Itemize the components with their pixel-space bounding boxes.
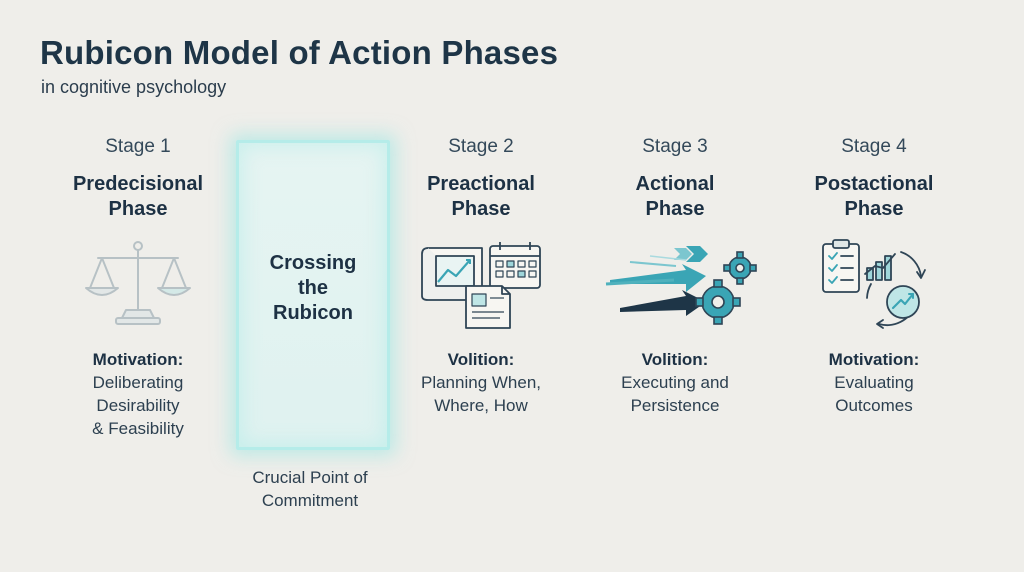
rubicon-highlight-box: Crossing the Rubicon xyxy=(236,140,390,450)
stage-4-column: Stage 4 Postactional Phase xyxy=(779,136,969,415)
phase-name-line: Postactional xyxy=(814,173,934,195)
rubicon-label-line: Crossing xyxy=(269,252,357,274)
caption-heading: Volition: xyxy=(641,350,709,369)
commitment-line: Commitment xyxy=(261,491,359,510)
caption-heading: Volition: xyxy=(447,350,515,369)
arrows-gears-icon xyxy=(580,236,770,336)
stage-caption: Volition: Planning When, Where, How xyxy=(386,348,576,417)
phase-name-line: Phase xyxy=(645,198,705,220)
phase-name: Preactional Phase xyxy=(386,172,576,222)
phase-name-line: Phase xyxy=(844,198,904,220)
page-title: Rubicon Model of Action Phases xyxy=(40,34,559,71)
stage-1-column: Stage 1 Predecisional Phase Motivation: … xyxy=(43,136,233,438)
planning-documents-calendar-icon xyxy=(386,236,576,336)
phase-name-line: Preactional xyxy=(427,173,535,195)
caption-line: Executing and xyxy=(621,373,729,392)
stage-label: Stage 1 xyxy=(105,136,171,157)
caption-heading: Motivation: xyxy=(92,350,184,369)
rubicon-label: Crossing the Rubicon xyxy=(239,251,387,326)
stage-caption: Motivation: Evaluating Outcomes xyxy=(779,348,969,417)
caption-line: Evaluating xyxy=(834,373,914,392)
phase-name: Postactional Phase xyxy=(779,172,969,222)
phase-name: Predecisional Phase xyxy=(43,172,233,222)
stage-label: Stage 2 xyxy=(448,136,514,157)
caption-line: Where, How xyxy=(434,396,528,415)
caption-line: Planning When, xyxy=(420,373,542,392)
stage-caption: Volition: Executing and Persistence xyxy=(580,348,770,417)
rubicon-label-line: the xyxy=(298,277,328,299)
stage-label: Stage 3 xyxy=(642,136,708,157)
commitment-caption: Crucial Point of Commitment xyxy=(210,466,410,512)
phase-name-line: Phase xyxy=(451,198,511,220)
phase-name-line: Phase xyxy=(108,198,168,220)
phase-name-line: Predecisional xyxy=(72,173,204,195)
caption-line: Outcomes xyxy=(835,396,913,415)
commitment-line: Crucial Point of xyxy=(252,468,368,487)
rubicon-label-line: Rubicon xyxy=(273,302,353,324)
caption-line: Desirability xyxy=(96,396,180,415)
stage-2-column: Stage 2 Preactional Phase xyxy=(386,136,576,415)
stage-label: Stage 4 xyxy=(841,136,907,157)
stage-caption: Motivation: Deliberating Desirability & … xyxy=(43,348,233,440)
caption-line: Deliberating xyxy=(92,373,184,392)
caption-line: & Feasibility xyxy=(92,419,184,438)
page-subtitle: in cognitive psychology xyxy=(41,77,227,97)
phase-name: Actional Phase xyxy=(580,172,770,222)
phase-name-line: Actional xyxy=(635,173,715,195)
caption-line: Persistence xyxy=(630,396,720,415)
balance-scale-icon xyxy=(43,236,233,336)
stage-3-column: Stage 3 Actional Phase xyxy=(580,136,770,415)
caption-heading: Motivation: xyxy=(828,350,920,369)
clipboard-chart-cycle-icon xyxy=(779,236,969,336)
